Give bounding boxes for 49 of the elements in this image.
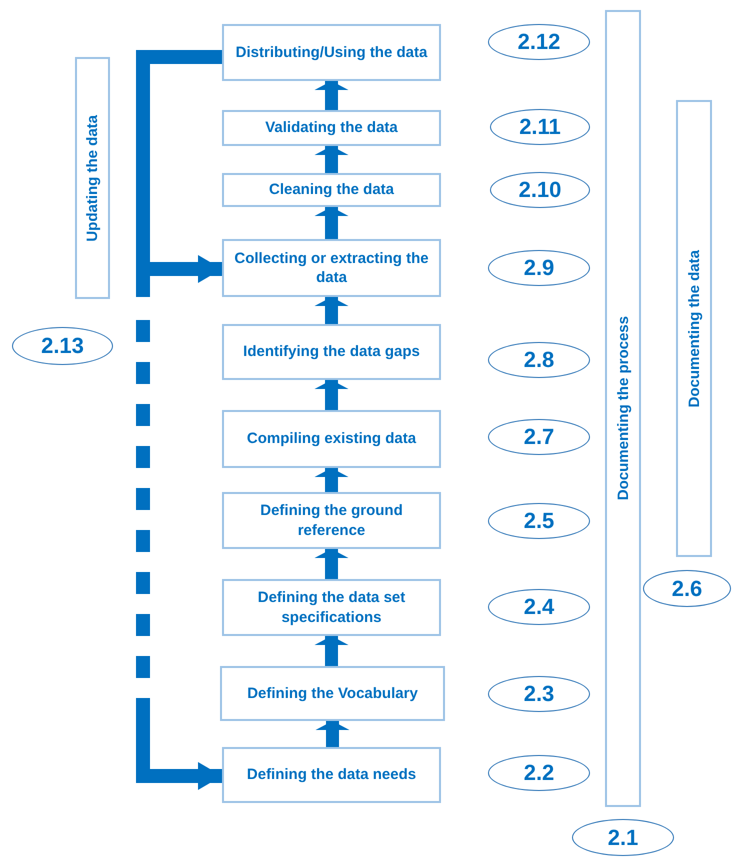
process-box	[222, 173, 441, 207]
step-number: 2.13	[41, 335, 84, 357]
vertical-label-box	[75, 57, 110, 299]
process-box	[220, 666, 445, 721]
step-number: 2.11	[519, 116, 561, 138]
step-label: Defining the data set specifications	[256, 588, 406, 627]
process-box	[222, 492, 441, 549]
process-box	[222, 410, 441, 468]
process-box	[222, 324, 441, 380]
step-label: Defining the ground reference	[259, 501, 404, 540]
process-box	[222, 747, 441, 803]
step-number: 2.10	[518, 179, 562, 201]
step-number: 2.6	[672, 578, 702, 600]
block-arrow	[314, 81, 348, 110]
step-label: Cleaning the data	[268, 180, 396, 200]
process-box	[222, 579, 441, 636]
block-arrow	[314, 549, 348, 579]
vertical-label: Documenting the data	[686, 250, 702, 408]
step-label: Identifying the data gaps	[242, 342, 421, 362]
block-arrow	[314, 146, 348, 173]
step-number: 2.7	[524, 426, 554, 448]
step-number: 2.12	[518, 31, 560, 53]
process-box	[222, 24, 441, 81]
step-number: 2.4	[524, 596, 554, 618]
step-label: Collecting or extracting the data	[233, 248, 430, 288]
step-number: 2.2	[524, 762, 554, 784]
block-arrow	[314, 636, 348, 666]
vertical-label: Documenting the process	[616, 316, 630, 501]
step-label: Validating the data	[264, 118, 399, 138]
block-arrow	[314, 207, 348, 239]
step-number: 2.5	[524, 510, 554, 532]
process-box	[222, 110, 441, 146]
step-number: 2.1	[608, 826, 638, 848]
step-label: Distributing/Using the data	[234, 42, 428, 62]
step-label: Defining the data needs	[246, 765, 418, 785]
step-label: Compiling existing data	[246, 429, 418, 449]
step-number: 2.9	[524, 257, 554, 279]
block-arrow	[314, 297, 348, 324]
vertical-label-box	[605, 10, 641, 807]
block-arrow	[316, 721, 350, 747]
step-number: 2.3	[524, 683, 554, 705]
block-arrow	[314, 468, 348, 492]
vertical-label: Updating the data	[85, 114, 100, 242]
block-arrow	[314, 380, 348, 410]
process-box	[222, 239, 441, 297]
vertical-label-box	[676, 100, 712, 557]
step-number: 2.8	[524, 349, 554, 371]
number-ellipse	[643, 570, 731, 607]
step-label: Defining the Vocabulary	[246, 684, 419, 704]
